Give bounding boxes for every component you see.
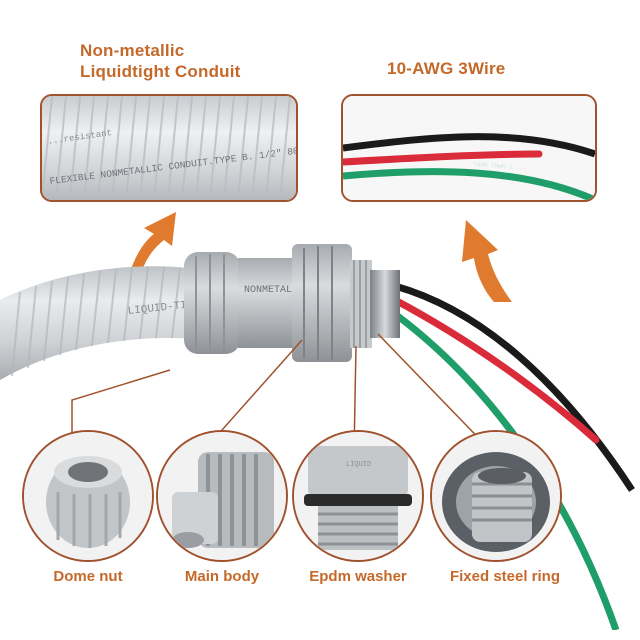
part-circle-dome-nut [22,430,154,562]
part-circle-epdm-washer: LIQUID [292,430,424,562]
conduit-closeup-image: ...resistant FLEXIBLE NONMETALLIC CONDUI… [42,96,296,200]
steel-ring-image [432,432,560,560]
svg-text:THHN THWN-2 ...: THHN THWN-2 ... [473,161,527,172]
main-body-image [158,432,286,560]
part-label-main-body: Main body [184,568,260,585]
arrow-up-right-icon [462,220,512,302]
wire-callout-title: 10-AWG 3Wire [387,59,506,78]
conduit-closeup-box: ...resistant FLEXIBLE NONMETALLIC CONDUI… [40,94,298,202]
part-label-dome-nut: Dome nut [53,568,123,585]
epdm-washer-image: LIQUID [294,432,422,560]
part-label-epdm-washer: Epdm washer [309,568,407,585]
wire-closeup-image: THHN THWN-2 ... [343,96,595,200]
part-circle-main-body [156,430,288,562]
dome-nut-image [24,432,152,560]
wire-closeup-box: THHN THWN-2 ... [341,94,597,202]
arrow-up-left-icon [128,212,176,278]
conduit-callout-title: Non-metallic Liquidtight Conduit [80,41,241,81]
fitting-print: NONMETALLIC [244,285,310,296]
conduit-assembly-image: LIQUID-TIGHT NONMETALLIC [0,244,635,630]
part-label-steel-ring: Fixed steel ring [449,568,561,585]
svg-text:LIQUID: LIQUID [346,461,371,469]
part-circle-steel-ring [430,430,562,562]
